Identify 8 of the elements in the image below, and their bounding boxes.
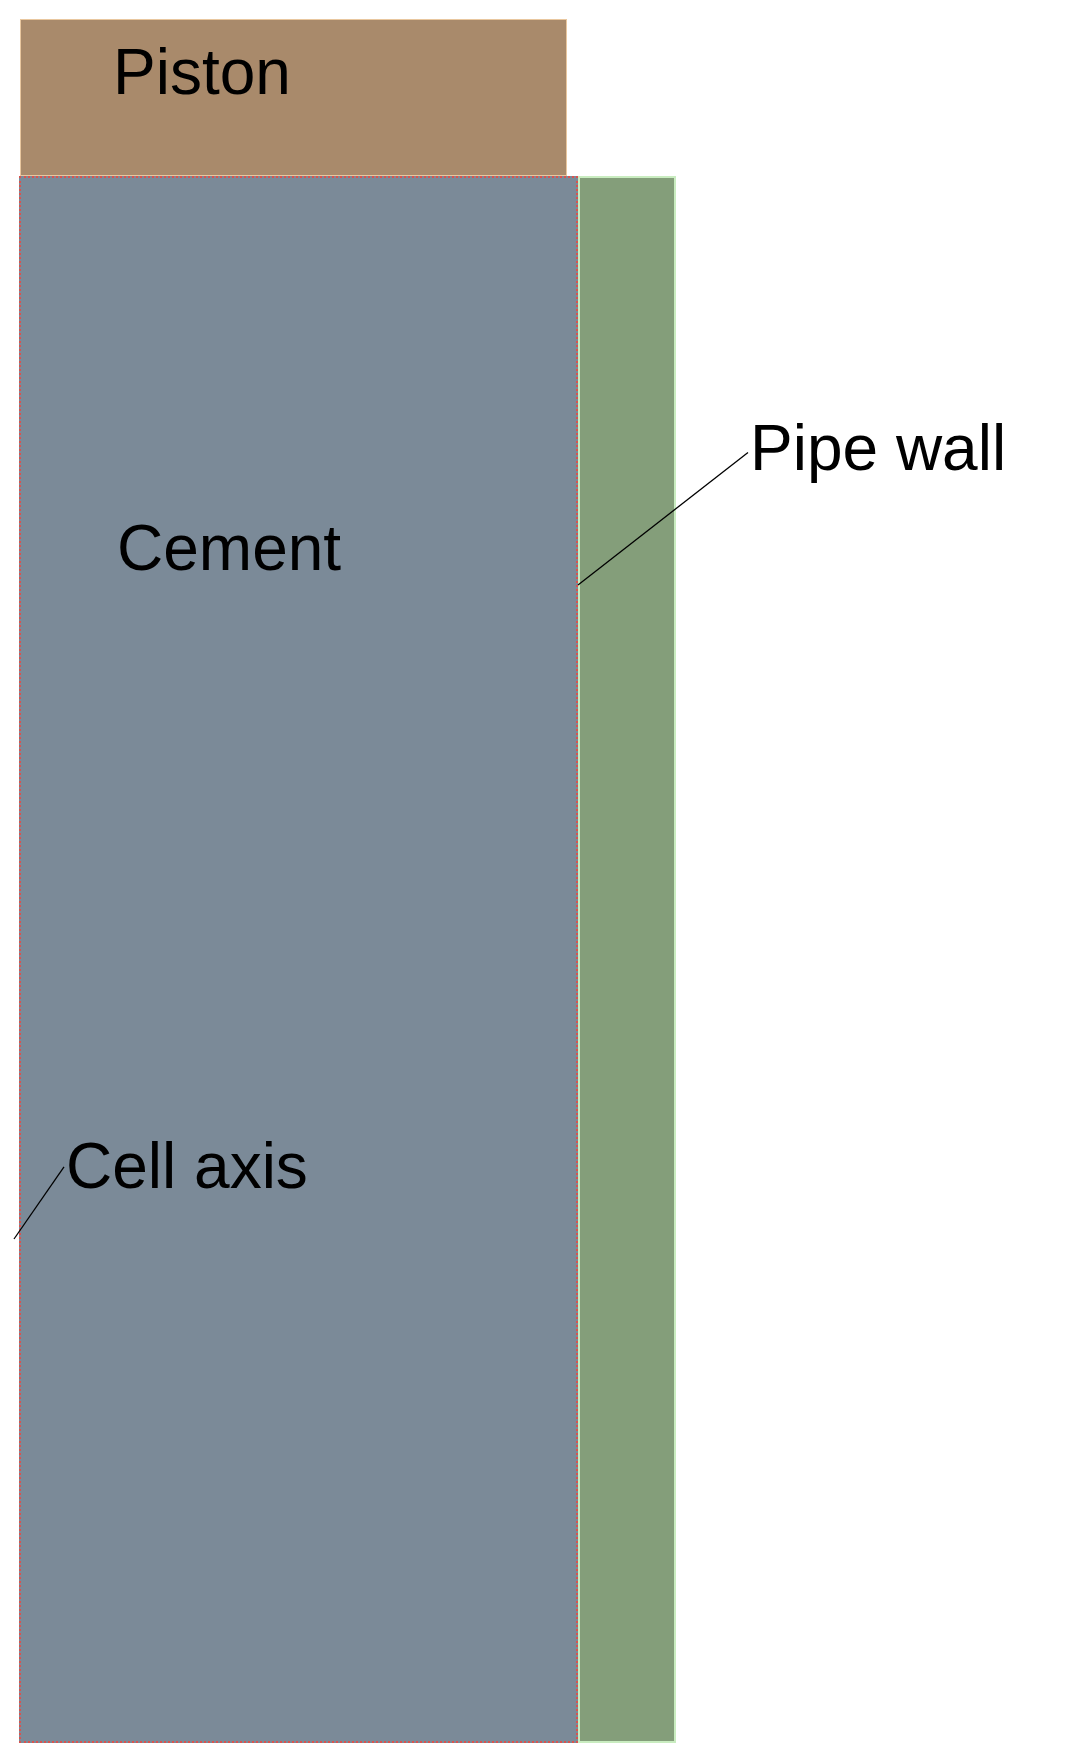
part-label: Cell axis: [66, 1130, 308, 1204]
leader-line: [13, 1166, 65, 1240]
part-label: Pipe wall: [750, 412, 1007, 486]
piston-block: [20, 19, 567, 176]
pipe-wall: [578, 176, 676, 1743]
cement-label: Cement: [117, 512, 342, 586]
cement-column: [19, 176, 578, 1743]
piston-label: Piston: [113, 36, 291, 110]
